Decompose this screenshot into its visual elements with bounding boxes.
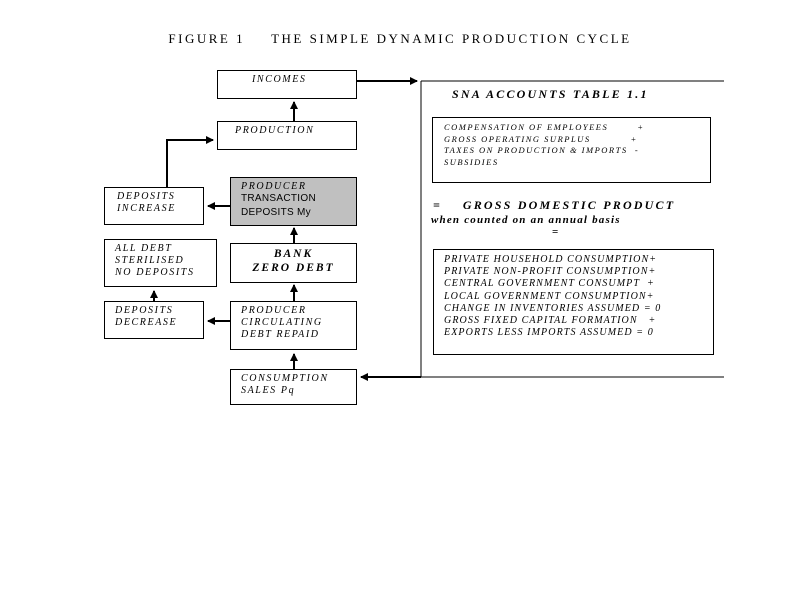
- expenditure-item-1: PRIVATE HOUSEHOLD CONSUMPTION+: [444, 254, 658, 265]
- figure-number: FIGURE 1: [168, 31, 246, 46]
- sna-heading: SNA ACCOUNTS TABLE 1.1: [452, 87, 649, 101]
- deposits-decrease-box: DEPOSITS DECREASE: [104, 301, 204, 339]
- figure-title: FIGURE 1 THE SIMPLE DYNAMIC PRODUCTION CY…: [0, 31, 800, 47]
- producer-transaction-line-3: DEPOSITS My: [241, 207, 311, 218]
- production-label: PRODUCTION: [235, 125, 315, 136]
- producer-transaction-line-2: TRANSACTION: [241, 193, 316, 204]
- income-item-3: TAXES ON PRODUCTION & IMPORTS -: [444, 145, 640, 155]
- expenditure-item-3: CENTRAL GOVERNMENT CONSUMPT +: [444, 278, 655, 290]
- arrow-deposits-increase-to-production: [166, 136, 214, 187]
- all-debt-line-3: NO DEPOSITS: [115, 267, 195, 278]
- deposits-increase-line-1: DEPOSITS: [117, 191, 176, 202]
- income-item-4: SUBSIDIES: [444, 156, 499, 167]
- producer-circulating-line-1: PRODUCER: [241, 305, 307, 316]
- consumption-box: CONSUMPTION SALES Pq: [230, 369, 357, 405]
- expenditure-item-2: PRIVATE NON-PROFIT CONSUMPTION+: [444, 266, 657, 278]
- income-item-2: GROSS OPERATING SURPLUS +: [444, 133, 638, 144]
- figure-name: THE SIMPLE DYNAMIC PRODUCTION CYCLE: [271, 31, 632, 46]
- expenditure-item-4: LOCAL GOVERNMENT CONSUMPTION+: [444, 290, 655, 302]
- income-components-box: COMPENSATION OF EMPLOYEES + GROSS OPERAT…: [432, 117, 711, 183]
- gdp-label: = GROSS DOMESTIC PRODUCT: [433, 198, 676, 212]
- deposits-increase-line-2: INCREASE: [117, 203, 176, 214]
- deposits-increase-box: DEPOSITS INCREASE: [104, 187, 204, 225]
- consumption-line-2: SALES Pq: [241, 385, 296, 396]
- equals-sign: =: [552, 226, 559, 238]
- bank-box: BANK ZERO DEBT: [230, 243, 357, 283]
- deposits-decrease-line-2: DECREASE: [115, 317, 178, 328]
- incomes-box: INCOMES: [217, 70, 357, 99]
- producer-circulating-line-3: DEBT REPAID: [241, 329, 320, 340]
- bank-line-1: BANK: [273, 248, 314, 260]
- producer-transaction-box: PRODUCER TRANSACTION DEPOSITS My: [230, 177, 357, 226]
- bank-line-2: ZERO DEBT: [252, 262, 335, 274]
- expenditure-item-6: GROSS FIXED CAPITAL FORMATION +: [444, 315, 657, 327]
- expenditure-components-box: PRIVATE HOUSEHOLD CONSUMPTION+ PRIVATE N…: [433, 249, 714, 355]
- all-debt-line-2: STERILISED: [115, 255, 185, 266]
- production-box: PRODUCTION: [217, 121, 357, 150]
- deposits-decrease-line-1: DEPOSITS: [115, 305, 174, 316]
- producer-circulating-box: PRODUCER CIRCULATING DEBT REPAID: [230, 301, 357, 350]
- expenditure-item-5: CHANGE IN INVENTORIES ASSUMED = 0: [444, 302, 662, 314]
- producer-circulating-line-2: CIRCULATING: [241, 317, 323, 328]
- expenditure-item-7: EXPORTS LESS IMPORTS ASSUMED = 0: [444, 327, 654, 339]
- annual-basis-label: when counted on an annual basis: [431, 214, 621, 226]
- incomes-label: INCOMES: [252, 74, 307, 85]
- consumption-line-1: CONSUMPTION: [241, 373, 329, 384]
- all-debt-line-1: ALL DEBT: [115, 243, 173, 254]
- all-debt-box: ALL DEBT STERILISED NO DEPOSITS: [104, 239, 217, 287]
- income-item-1: COMPENSATION OF EMPLOYEES +: [444, 122, 645, 132]
- producer-transaction-line-1: PRODUCER: [241, 181, 307, 192]
